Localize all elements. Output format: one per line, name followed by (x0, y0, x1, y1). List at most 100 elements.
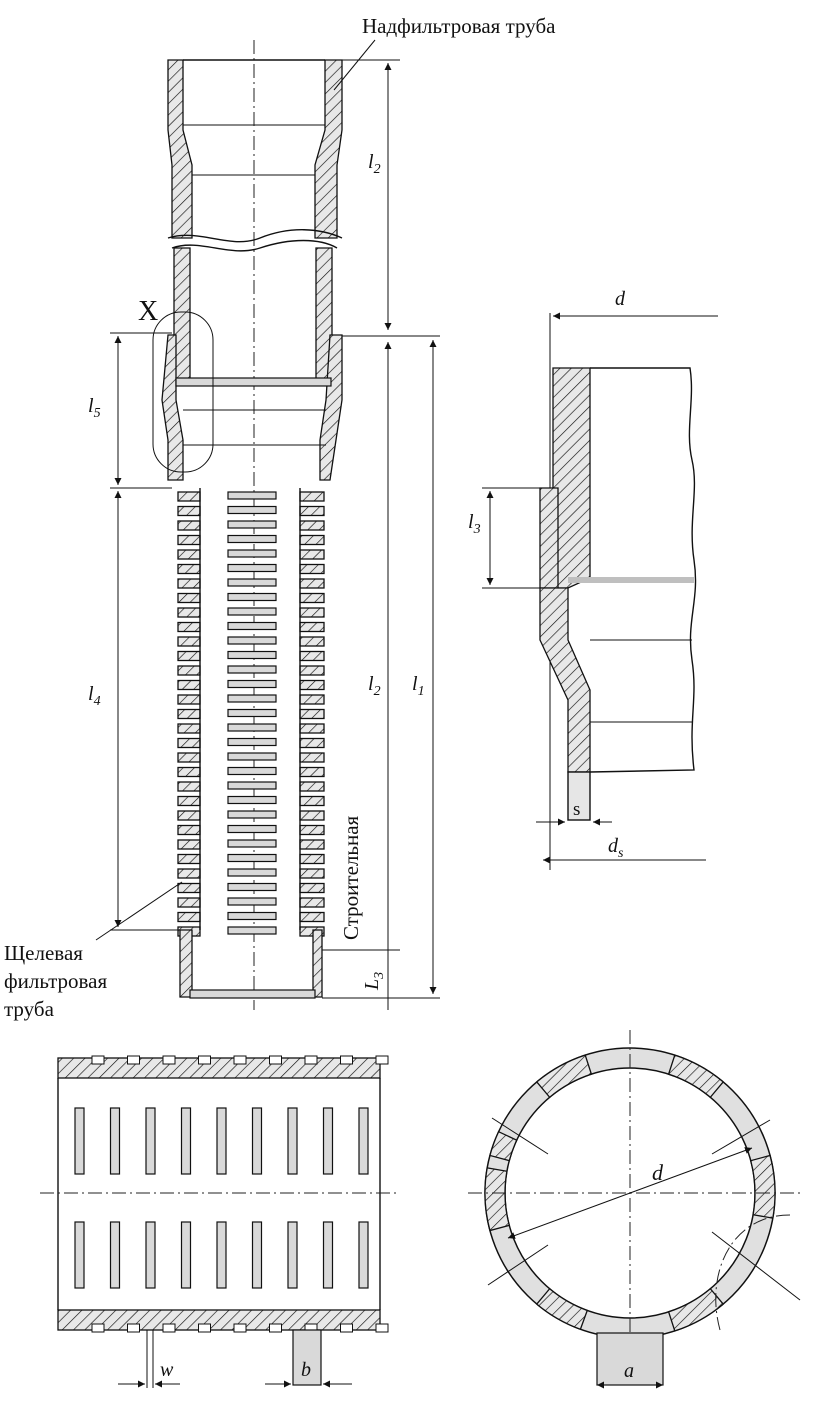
wall-tooth (177, 592, 201, 604)
detail-x-mark: X (138, 296, 158, 327)
wall-tooth (177, 491, 201, 502)
wall-tooth (299, 795, 325, 807)
filter-slot (227, 549, 277, 558)
wall-tooth (299, 694, 325, 705)
filter-slot (227, 824, 277, 834)
wall-tooth (177, 650, 201, 662)
slot (251, 1221, 263, 1289)
wall-tooth (177, 665, 201, 676)
slot (145, 1221, 156, 1289)
filter-slot (227, 592, 277, 602)
slotted-wall-teeth (177, 488, 325, 937)
dim-a-label: a (624, 1360, 634, 1382)
wall-tooth (299, 520, 325, 531)
dim-l4-label: l4 (88, 683, 101, 709)
filter-slot (227, 708, 277, 718)
slot-b-fill (292, 1329, 322, 1386)
filter-slot (227, 534, 277, 544)
dim-l1-label: l1 (412, 673, 425, 699)
slot (180, 1107, 192, 1175)
wall-tooth (299, 534, 325, 546)
slot-notch (340, 1323, 353, 1333)
slotted-pipe-label-3: труба (4, 997, 55, 1021)
bottom-end-ring (189, 989, 316, 999)
wall-tooth (177, 766, 201, 778)
slot (358, 1107, 369, 1175)
wall-tooth (299, 563, 325, 575)
slot-notch (162, 1323, 176, 1333)
wall-tooth (299, 621, 325, 633)
wall-tooth (177, 708, 201, 720)
wall-tooth (177, 636, 201, 647)
slot-rows (74, 1055, 389, 1333)
slot-notch (162, 1055, 176, 1065)
filter-slot (227, 665, 277, 674)
dim-l2-top-label: l2 (368, 151, 381, 177)
slot (216, 1221, 227, 1289)
wall-tooth (299, 578, 325, 589)
pipe-end-ring (175, 377, 332, 387)
wall-tooth (177, 578, 201, 589)
riser-pipe-leader (333, 39, 376, 91)
ring-segment (667, 1054, 725, 1099)
dim-b-label: b (301, 1359, 311, 1381)
ring-segment (535, 1054, 593, 1099)
wall-tooth (299, 766, 325, 778)
riser-left-wall-upper (167, 59, 193, 239)
slot (287, 1221, 298, 1289)
slot-notch (233, 1323, 247, 1333)
filter-slot (227, 897, 277, 906)
filter-slot (227, 621, 277, 631)
wall-tooth (177, 694, 201, 705)
wall-tooth (177, 563, 201, 575)
filter-slot (227, 578, 277, 587)
filter-slot (227, 766, 277, 776)
wall-tooth (177, 621, 201, 633)
slot (109, 1107, 121, 1175)
slot-notch (269, 1323, 282, 1333)
detail-wall-stub (567, 771, 591, 821)
filter-slot (227, 520, 277, 529)
dim-d-section-line (507, 1147, 753, 1239)
cross-section: d a (468, 1030, 801, 1389)
wall-tooth (299, 505, 325, 517)
wall-tooth (177, 505, 201, 517)
detail-x-view: d l3 s ds (468, 288, 718, 870)
dim-d-section-label: d (652, 1160, 664, 1185)
slot-notch (127, 1055, 140, 1065)
wall-tooth (177, 911, 201, 923)
wall-tooth (299, 752, 325, 763)
wall-tooth (177, 723, 201, 734)
wall-tooth (177, 824, 201, 836)
slot (287, 1107, 298, 1175)
filter-slot (227, 679, 277, 689)
wall-tooth (299, 926, 325, 937)
break-line-bottom (171, 239, 338, 252)
slotted-pipe-label-2: фильтровая (4, 969, 107, 993)
filter-slot (227, 926, 277, 935)
slot-notch (91, 1055, 105, 1065)
wall-tooth (177, 679, 201, 691)
filter-slot (227, 607, 277, 616)
filter-slot (227, 505, 277, 515)
slot (180, 1221, 192, 1289)
wall-tooth (299, 723, 325, 734)
wall-tooth (177, 839, 201, 850)
wall-tooth (299, 824, 325, 836)
wall-tooth (299, 607, 325, 618)
socket-left-wall (161, 334, 184, 481)
slot-notch (127, 1323, 140, 1333)
wall-tooth (299, 592, 325, 604)
slot-notch (233, 1055, 247, 1065)
filter-slot (227, 882, 277, 892)
slot-notch (91, 1323, 105, 1333)
wall-tooth (299, 737, 325, 749)
slot (251, 1107, 263, 1175)
wall-tooth (299, 781, 325, 792)
filter-slot (227, 737, 277, 747)
ring-segment (667, 1287, 725, 1332)
slot (145, 1107, 156, 1175)
wall-tooth (299, 665, 325, 676)
dim-l5-label: l5 (88, 395, 101, 421)
wall-tooth (177, 781, 201, 792)
